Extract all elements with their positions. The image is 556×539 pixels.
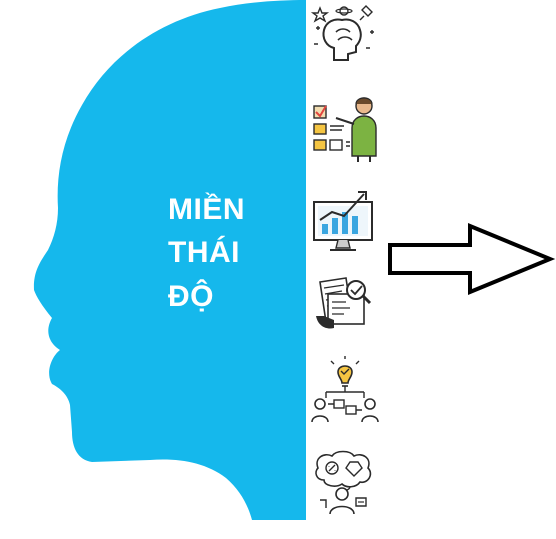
domain-label-line-3: ĐỘ [168,280,214,313]
brain-ideas-icon [306,2,384,74]
document-review-icon [306,272,384,344]
decision-thinking-icon [306,448,384,520]
growth-chart-monitor-icon [306,186,384,258]
presenter-checklist-icon [306,94,384,166]
domain-label-line-1: MIỀN [168,193,245,226]
arrow-right-icon [388,223,556,295]
icon-strip [306,0,384,520]
arrow-outline [388,223,556,295]
domain-label-line-2: THÁI [168,236,240,269]
head-shape [33,0,306,520]
team-collaboration-idea-icon [306,356,384,428]
